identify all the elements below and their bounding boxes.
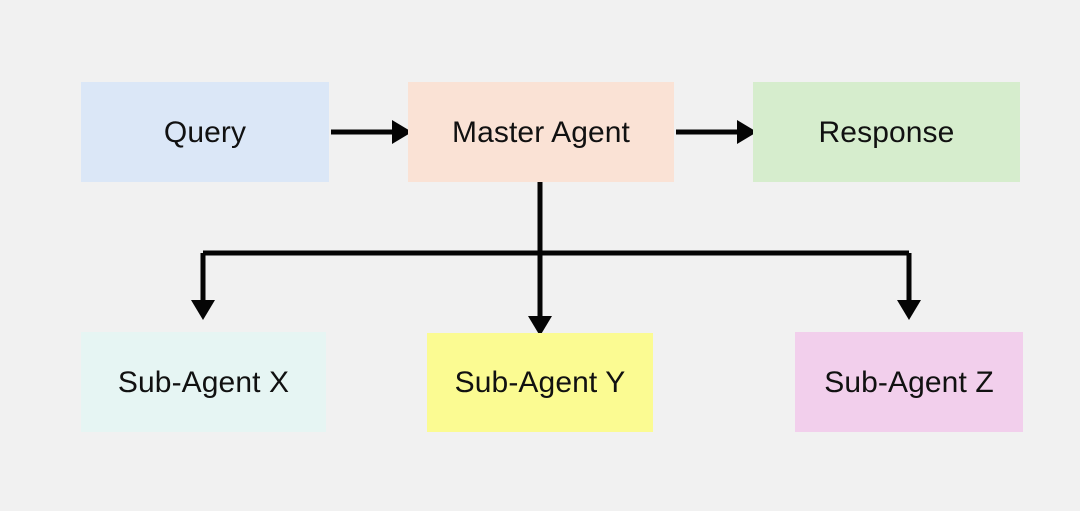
node-sub-agent-x-label: Sub-Agent X — [117, 365, 290, 399]
node-sub-agent-z[interactable]: Sub-Agent Z — [795, 332, 1023, 432]
node-sub-agent-y[interactable]: Sub-Agent Y — [427, 333, 653, 432]
connector-bus-to-sub-agent-z — [897, 253, 921, 320]
node-query[interactable]: Query — [81, 82, 329, 182]
connector-master-agent-to-response — [676, 120, 757, 144]
node-sub-agent-z-label: Sub-Agent Z — [824, 365, 994, 399]
node-response-label: Response — [818, 115, 955, 149]
node-response[interactable]: Response — [753, 82, 1020, 182]
node-sub-agent-y-label: Sub-Agent Y — [454, 366, 626, 399]
connector-query-to-master-agent — [331, 120, 412, 144]
connector-master-agent-to-sub-agent-y — [528, 182, 552, 336]
node-sub-agent-x[interactable]: Sub-Agent X — [81, 332, 326, 432]
node-master-agent-label: Master Agent — [452, 115, 630, 149]
node-query-label: Query — [163, 115, 247, 149]
node-master-agent[interactable]: Master Agent — [408, 82, 674, 182]
connector-bus-to-sub-agent-x — [191, 253, 215, 320]
